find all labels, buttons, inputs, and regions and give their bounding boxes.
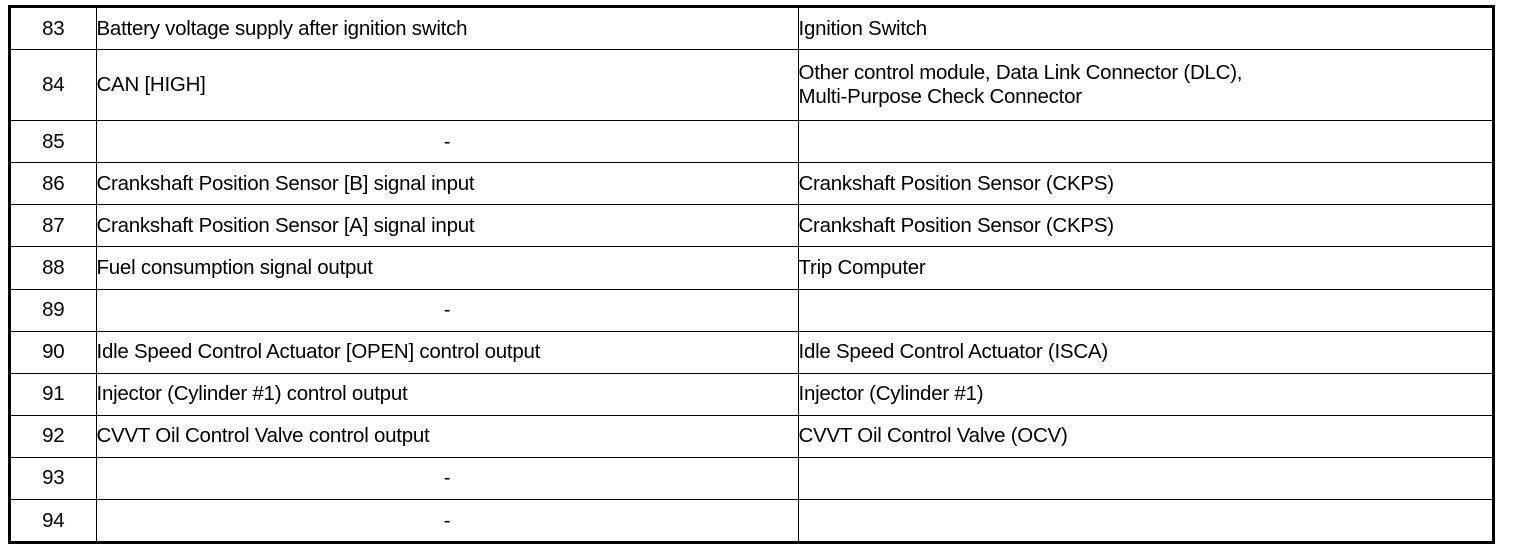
description-text: Fuel consumption signal output	[96, 256, 374, 280]
description-cell: -	[95, 288, 799, 332]
connected-to-cell: Ignition Switch	[797, 8, 1492, 51]
pin-number-text: 87	[42, 214, 65, 237]
description-cell: Battery voltage supply after ignition sw…	[95, 8, 799, 51]
connected-to-cell: Idle Speed Control Actuator (ISCA)	[797, 330, 1492, 374]
pin-number-cell: 93	[11, 456, 97, 500]
description-text: Idle Speed Control Actuator [OPEN] contr…	[96, 340, 541, 364]
description-text: Battery voltage supply after ignition sw…	[96, 16, 468, 40]
pin-number-cell: 86	[11, 162, 97, 206]
connected-to-text: Crankshaft Position Sensor (CKPS)	[798, 171, 1115, 195]
pin-number-text: 86	[42, 171, 65, 195]
description-cell: -	[95, 498, 799, 541]
pin-function-table: 83 Battery voltage supply after ignition …	[11, 8, 1492, 541]
pin-number-cell: 89	[11, 288, 97, 332]
connected-to-cell	[797, 456, 1492, 500]
description-text: Crankshaft Position Sensor [A] signal in…	[96, 214, 475, 237]
pin-number-text: 84	[42, 73, 65, 97]
table-row: 86 Crankshaft Position Sensor [B] signal …	[11, 162, 1492, 206]
pin-number-cell: 83	[11, 8, 97, 51]
description-cell: Fuel consumption signal output	[95, 246, 799, 290]
connected-to-text: Other control module, Data Link Connecto…	[798, 61, 1243, 109]
description-cell: Injector (Cylinder #1) control output	[95, 372, 799, 416]
connected-to-cell: Other control module, Data Link Connecto…	[797, 49, 1492, 122]
table-row: 89 -	[11, 288, 1492, 332]
table-row: 93 -	[11, 456, 1492, 500]
pin-number-cell: 94	[11, 498, 97, 541]
description-text: CVVT Oil Control Valve control output	[96, 424, 430, 448]
table-row: 90 Idle Speed Control Actuator [OPEN] con…	[11, 330, 1492, 374]
table-row: 88 Fuel consumption signal output Trip Com…	[11, 246, 1492, 290]
table-row: 92 CVVT Oil Control Valve control output C…	[11, 414, 1492, 458]
connected-to-text: Trip Computer	[798, 256, 926, 280]
description-cell: CAN [HIGH]	[95, 49, 799, 122]
table-row: 83 Battery voltage supply after ignition …	[11, 8, 1492, 51]
description-text: -	[443, 466, 451, 490]
pin-number-cell: 90	[11, 330, 97, 374]
pin-number-text: 90	[42, 340, 65, 364]
connected-to-cell: Crankshaft Position Sensor (CKPS)	[797, 162, 1492, 206]
pin-number-cell: 85	[11, 120, 97, 164]
pin-number-text: 83	[42, 16, 65, 40]
pin-number-cell: 88	[11, 246, 97, 290]
description-cell: CVVT Oil Control Valve control output	[95, 414, 799, 458]
pin-number-text: 91	[42, 382, 65, 406]
table-row: 84 CAN [HIGH] Other control module, Data L…	[11, 49, 1492, 122]
pin-number-cell: 91	[11, 372, 97, 416]
table-row: 94 -	[11, 498, 1492, 541]
connected-to-text: Crankshaft Position Sensor (CKPS)	[798, 214, 1115, 237]
pin-number-text: 85	[42, 129, 65, 153]
connected-to-cell: Injector (Cylinder #1)	[797, 372, 1492, 416]
connected-to-cell	[797, 120, 1492, 164]
pin-number-text: 92	[42, 424, 65, 448]
description-text: -	[443, 508, 451, 532]
pin-number-text: 89	[42, 298, 65, 322]
connected-to-cell: Trip Computer	[797, 246, 1492, 290]
description-text: -	[443, 298, 451, 322]
table-row: 91 Injector (Cylinder #1) control output I…	[11, 372, 1492, 416]
pin-number-cell: 92	[11, 414, 97, 458]
description-cell: -	[95, 120, 799, 164]
description-cell: Crankshaft Position Sensor [B] signal in…	[95, 162, 799, 206]
description-text: Injector (Cylinder #1) control output	[96, 382, 408, 406]
pin-function-table-frame: 83 Battery voltage supply after ignition …	[8, 5, 1495, 544]
pin-number-text: 94	[42, 508, 65, 532]
description-cell: -	[95, 456, 799, 500]
connected-to-cell: CVVT Oil Control Valve (OCV)	[797, 414, 1492, 458]
pin-number-cell: 87	[11, 204, 97, 248]
pin-number-text: 88	[42, 256, 65, 280]
table-body: 83 Battery voltage supply after ignition …	[11, 8, 1492, 541]
description-text: CAN [HIGH]	[96, 73, 206, 97]
connected-to-text: Idle Speed Control Actuator (ISCA)	[798, 340, 1109, 364]
connected-to-text: Ignition Switch	[798, 16, 928, 40]
description-cell: Idle Speed Control Actuator [OPEN] contr…	[95, 330, 799, 374]
connected-to-cell	[797, 288, 1492, 332]
table-row: 87 Crankshaft Position Sensor [A] signal …	[11, 204, 1492, 248]
description-text: -	[443, 129, 451, 153]
pin-number-cell: 84	[11, 49, 97, 122]
connected-to-cell: Crankshaft Position Sensor (CKPS)	[797, 204, 1492, 248]
connected-to-text: CVVT Oil Control Valve (OCV)	[798, 424, 1068, 448]
pin-number-text: 93	[42, 466, 65, 490]
connected-to-text: Injector (Cylinder #1)	[798, 382, 984, 406]
description-text: Crankshaft Position Sensor [B] signal in…	[96, 171, 475, 195]
description-cell: Crankshaft Position Sensor [A] signal in…	[95, 204, 799, 248]
table-row: 85 -	[11, 120, 1492, 164]
connected-to-cell	[797, 498, 1492, 541]
